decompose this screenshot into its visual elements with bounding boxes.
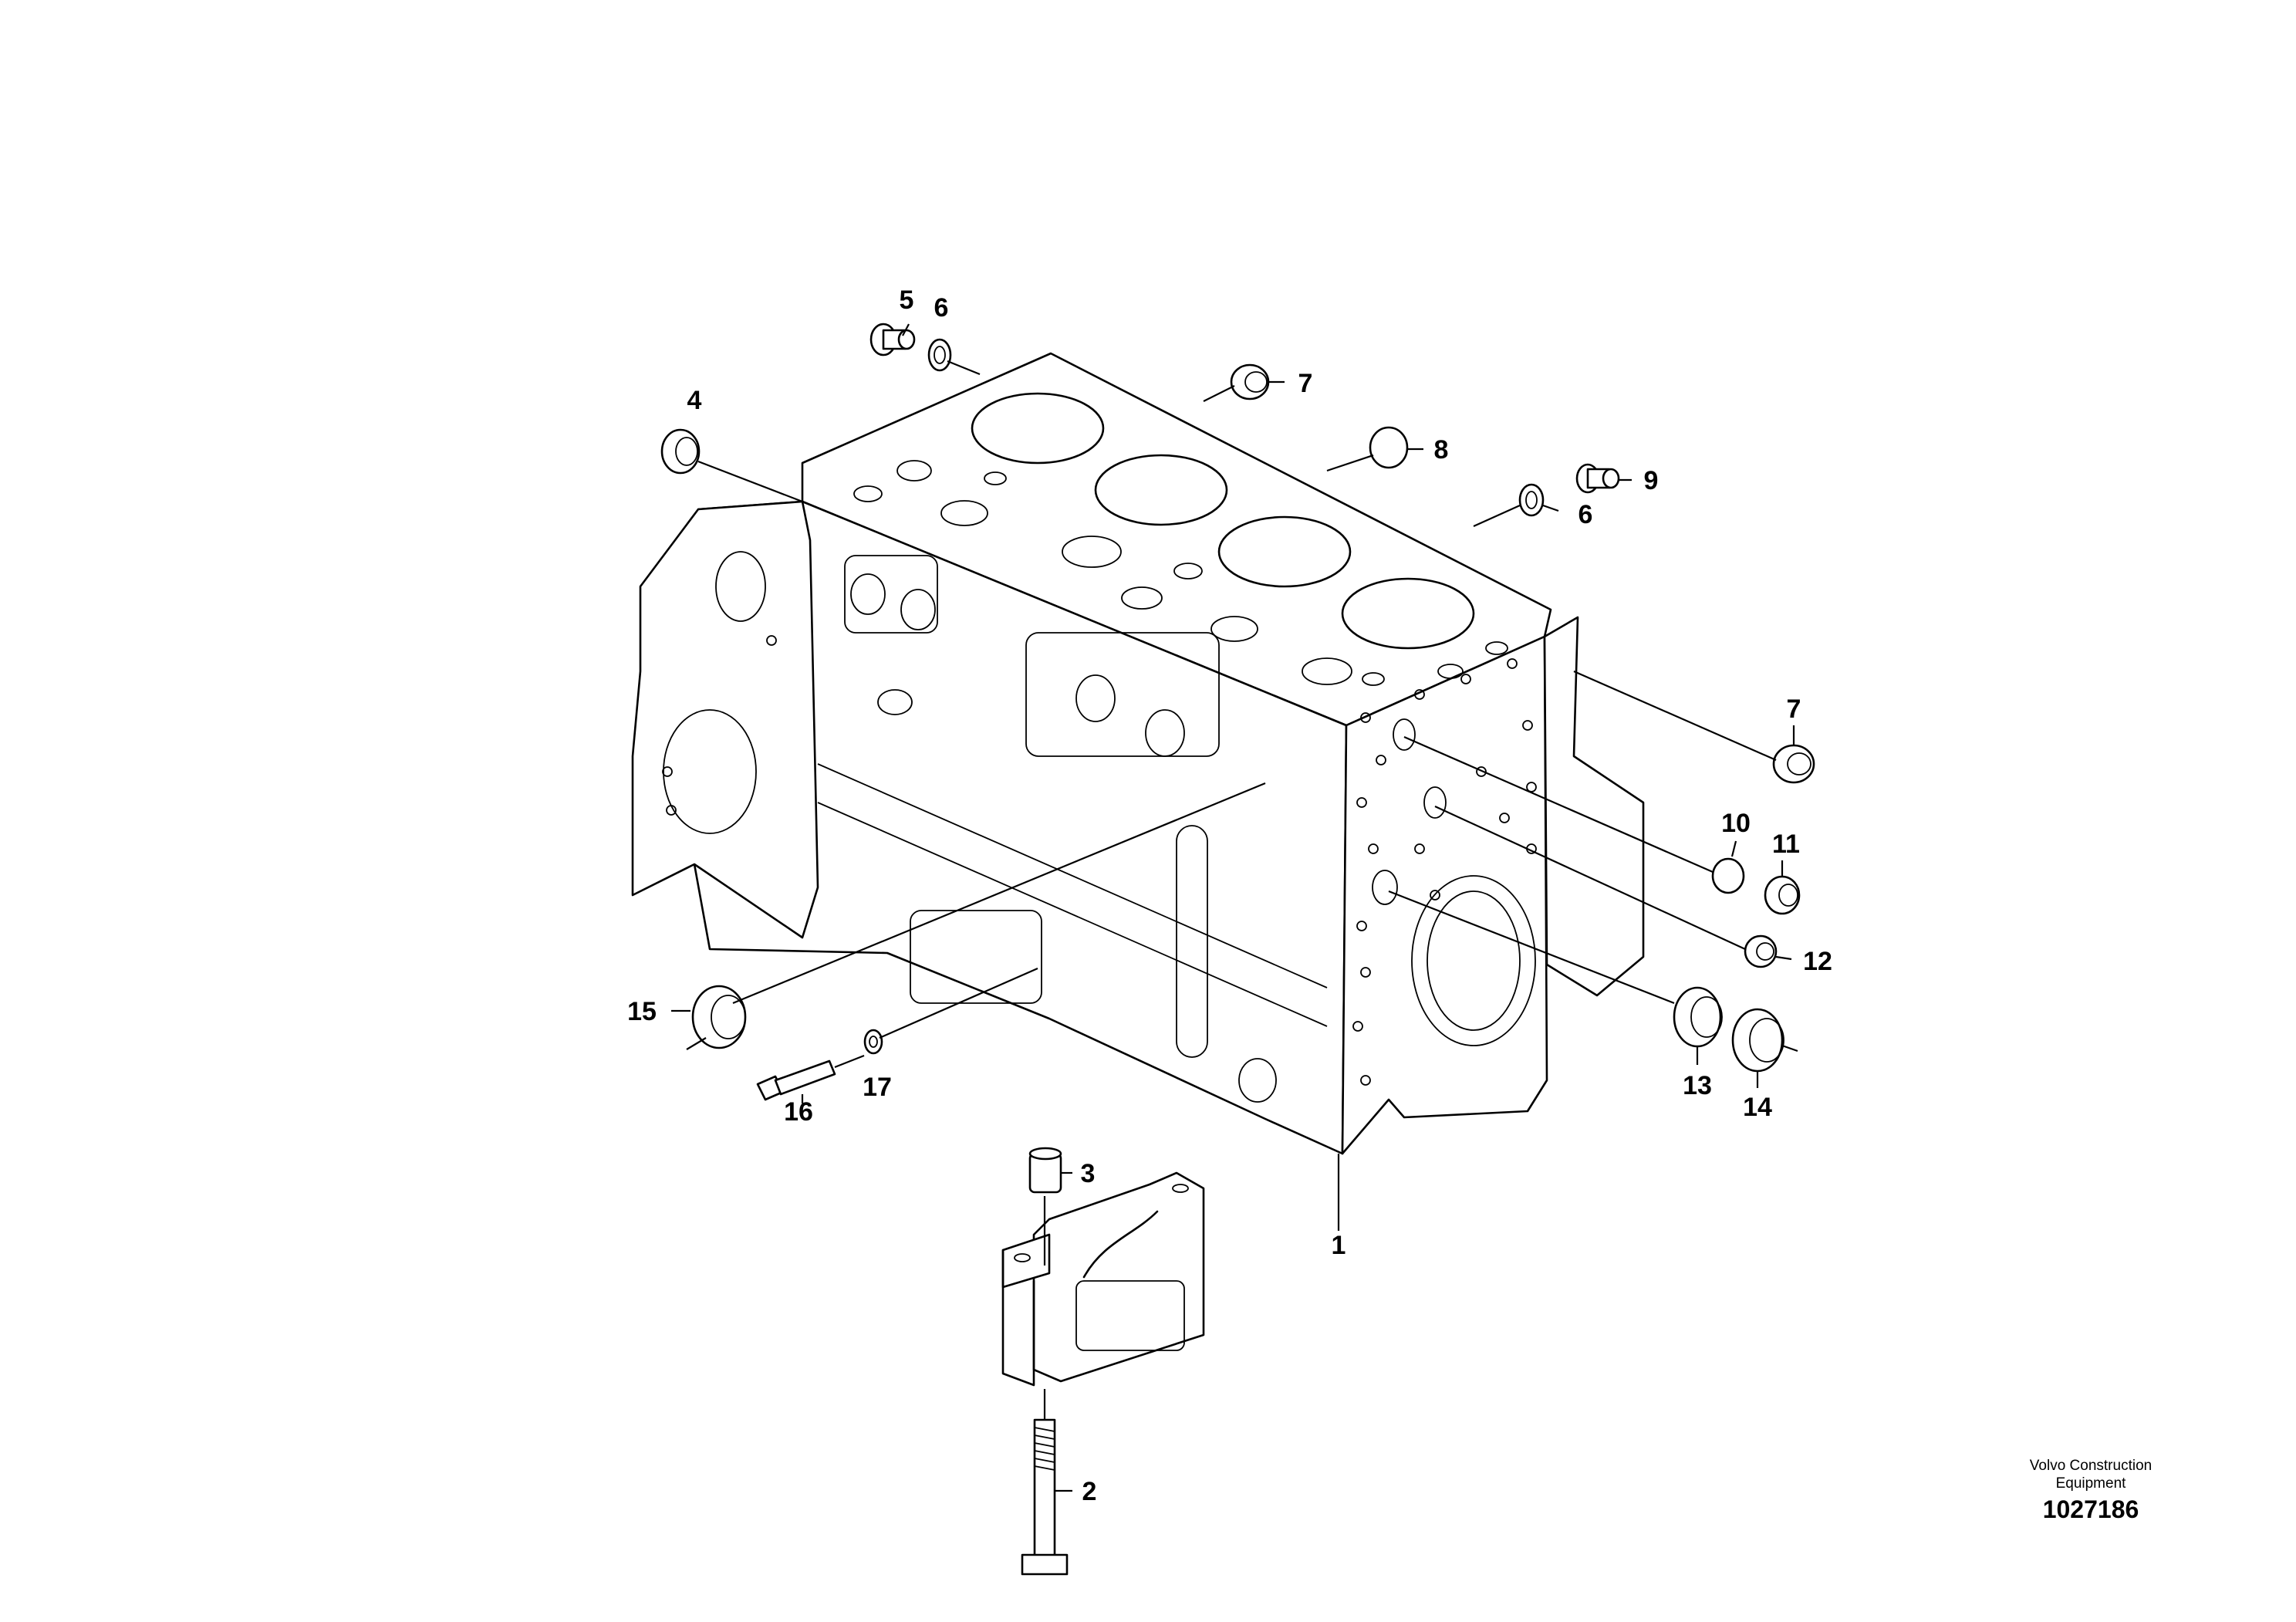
plug-12 (1744, 934, 1778, 968)
cup-plug-8 (1369, 426, 1409, 469)
seal-15 (691, 985, 747, 1049)
callout-2: 2 (1082, 1477, 1097, 1506)
plug-5 (869, 323, 916, 357)
cylinder-bore-1 (971, 392, 1105, 465)
plug-7-right (1772, 744, 1815, 784)
washer-6-top (927, 338, 952, 372)
callout-17: 17 (863, 1073, 892, 1102)
document-number: 1027186 (2042, 1495, 2139, 1523)
bearing-cap-dowel (1028, 1147, 1062, 1194)
callout-6-right: 6 (1578, 500, 1593, 529)
callout-7-right: 7 (1787, 694, 1801, 724)
cylinder-bore-2 (1094, 454, 1228, 526)
callout-15: 15 (627, 997, 657, 1026)
cylinder-block (631, 352, 1645, 1155)
callout-labels: 1 2 3 4 5 6 6 7 7 8 9 10 11 12 13 14 15 … (627, 286, 1832, 1506)
end-face-detail (1352, 658, 1537, 1086)
plug-4 (660, 428, 701, 475)
callout-1: 1 (1332, 1231, 1346, 1260)
cylinder-bore-3 (1217, 515, 1352, 588)
callout-7-top: 7 (1298, 369, 1313, 398)
callout-8: 8 (1434, 435, 1449, 465)
callout-5: 5 (900, 286, 914, 315)
cylinder-bore-4 (1341, 577, 1475, 650)
leader-lines (671, 323, 1798, 1492)
bearing-cap-bolt (1021, 1418, 1069, 1576)
washer-6-right (1518, 483, 1545, 517)
main-bearing-cap (1001, 1171, 1205, 1387)
plug-11 (1764, 875, 1801, 915)
block-side-flange (1543, 616, 1645, 997)
callout-14: 14 (1743, 1093, 1772, 1122)
cup-plug-10 (1711, 857, 1745, 894)
seal-14 (1731, 1008, 1784, 1073)
block-rear-plate (631, 500, 819, 939)
callout-11: 11 (1772, 830, 1800, 859)
callout-6-top: 6 (934, 293, 949, 323)
bolt-16 (756, 1059, 836, 1101)
seal-13 (1673, 986, 1723, 1048)
deck-holes (853, 460, 1508, 686)
block-side-detail (817, 555, 1328, 1103)
plug-9 (1575, 463, 1620, 494)
callout-16: 16 (784, 1097, 813, 1127)
plug-7-top (1230, 363, 1270, 400)
publisher-line-1: Volvo Construction (2029, 1458, 2152, 1474)
callout-13: 13 (1683, 1071, 1712, 1100)
callout-4: 4 (687, 386, 702, 415)
callout-12: 12 (1803, 947, 1832, 976)
callout-3: 3 (1081, 1159, 1096, 1188)
rear-plate-detail (662, 551, 777, 834)
washer-17 (863, 1029, 883, 1055)
callout-9: 9 (1644, 466, 1659, 495)
publisher-caption: Volvo Construction Equipment (1967, 1457, 2214, 1492)
publisher-line-2: Equipment (2055, 1475, 2126, 1492)
callout-10: 10 (1721, 809, 1751, 838)
